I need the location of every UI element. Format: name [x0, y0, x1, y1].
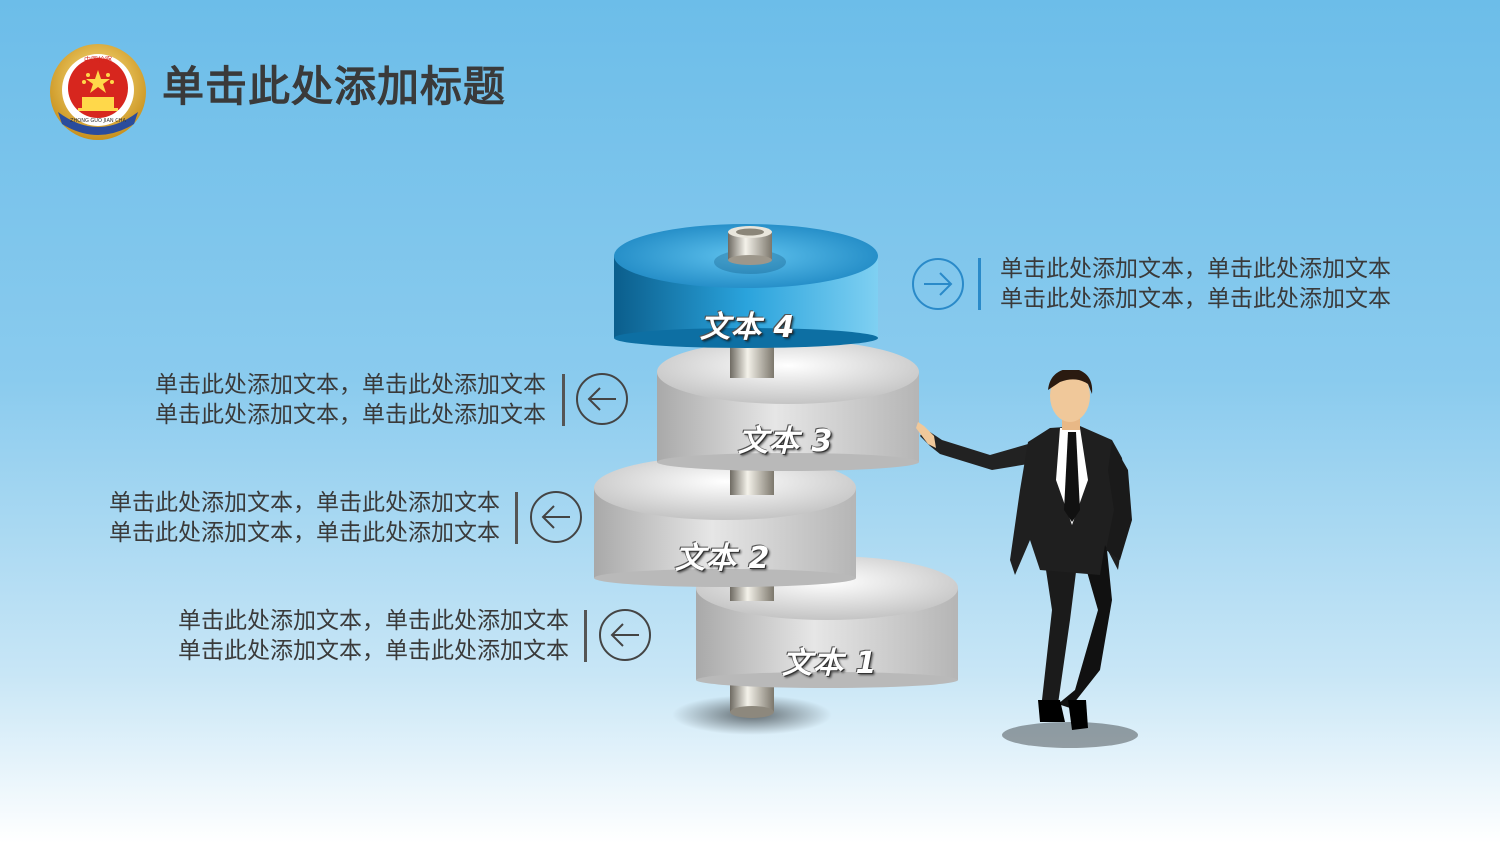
arrow-left-circle-icon	[530, 491, 582, 543]
level-1-description[interactable]: 单击此处添加文本，单击此处添加文本 单击此处添加文本，单击此处添加文本	[133, 606, 569, 666]
emblem-ring-text: ZHONG GUO JIAN CHA	[70, 118, 126, 124]
divider-bar	[978, 258, 981, 310]
arrow-left-circle-icon	[599, 609, 651, 661]
level-2-description[interactable]: 单击此处添加文本，单击此处添加文本 单击此处添加文本，单击此处添加文本	[64, 488, 500, 548]
level-1-line-2: 单击此处添加文本，单击此处添加文本	[178, 638, 569, 664]
page-title[interactable]: 单击此处添加标题	[162, 62, 507, 111]
level-2-line-1: 单击此处添加文本，单击此处添加文本	[109, 490, 500, 516]
divider-bar	[562, 374, 565, 426]
level-4-line-1: 单击此处添加文本，单击此处添加文本	[1000, 256, 1391, 282]
level-3-line-2: 单击此处添加文本，单击此处添加文本	[155, 402, 546, 428]
arrow-right-circle-icon	[912, 258, 964, 310]
disc-label-2[interactable]: 文本 2	[675, 541, 771, 576]
arrow-left-circle-icon	[576, 373, 628, 425]
disc-stack-diagram	[594, 224, 958, 735]
level-4-line-2: 单击此处添加文本，单击此处添加文本	[1000, 286, 1391, 312]
disc-label-4[interactable]: 文本 4	[700, 310, 796, 345]
level-3-line-1: 单击此处添加文本，单击此处添加文本	[155, 372, 546, 398]
level-3-description[interactable]: 单击此处添加文本，单击此处添加文本 单击此处添加文本，单击此处添加文本	[110, 370, 546, 430]
emblem-top-text: 中国检察	[84, 55, 112, 64]
disc-label-3[interactable]: 文本 3	[738, 424, 834, 459]
divider-bar	[515, 492, 518, 544]
businessman-figure	[916, 370, 1138, 748]
emblem-icon: 中国检察 ZHONG GUO JIAN CHA	[50, 44, 146, 140]
level-1-line-1: 单击此处添加文本，单击此处添加文本	[178, 608, 569, 634]
level-4-description[interactable]: 单击此处添加文本，单击此处添加文本 单击此处添加文本，单击此处添加文本	[1000, 254, 1391, 314]
disc-label-1[interactable]: 文本 1	[782, 646, 878, 681]
divider-bar	[584, 610, 587, 662]
level-2-line-2: 单击此处添加文本，单击此处添加文本	[109, 520, 500, 546]
